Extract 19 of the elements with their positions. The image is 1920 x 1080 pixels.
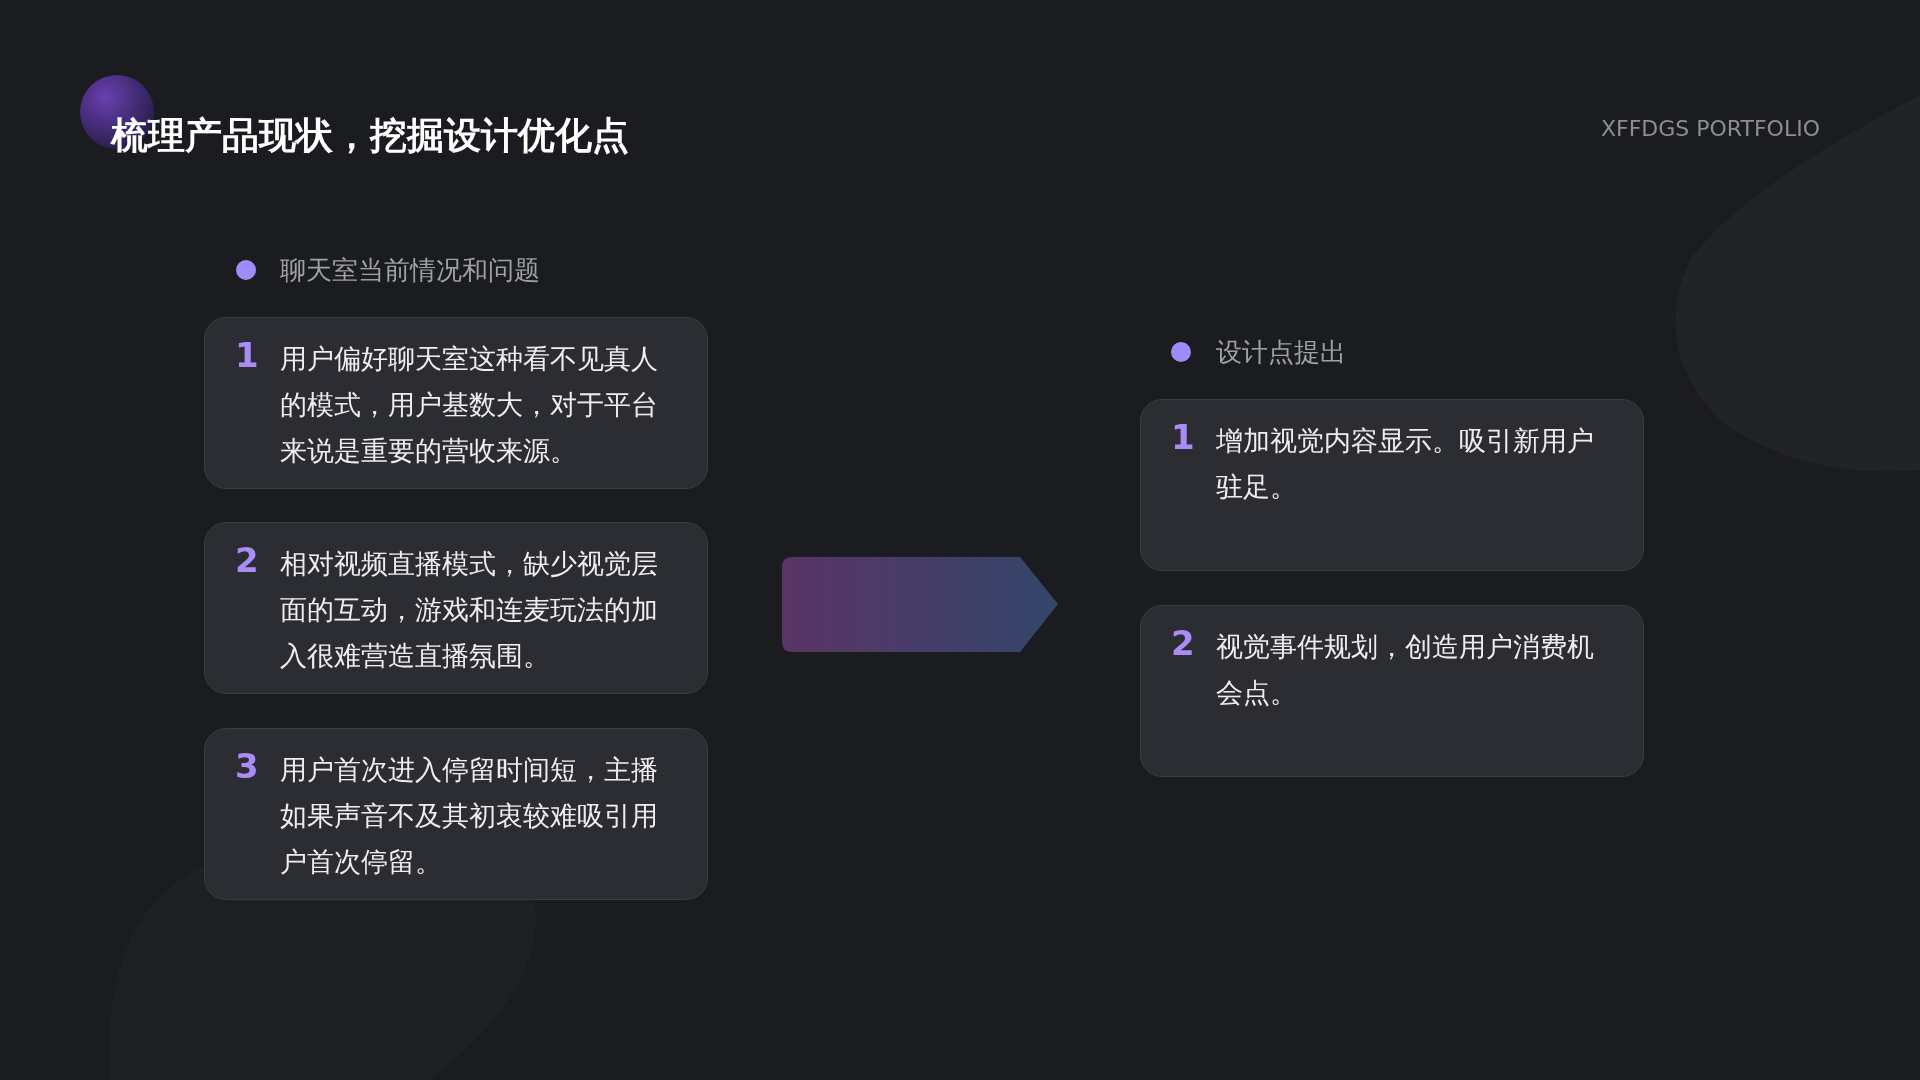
item-number: 2 <box>235 539 259 582</box>
point-card <box>204 522 708 694</box>
item-number: 2 <box>1171 622 1195 665</box>
section-heading: 聊天室当前情况和问题 <box>280 254 540 287</box>
portfolio-label: XFFDGS PORTFOLIO <box>1600 115 1820 143</box>
point-card <box>1140 605 1644 777</box>
point-text: 视觉事件规划，创造用户消费机会点。 <box>1216 630 1595 710</box>
point-card <box>1140 399 1644 571</box>
point-card <box>204 317 708 489</box>
item-number: 3 <box>235 745 259 788</box>
item-number: 1 <box>235 334 259 377</box>
point-card <box>204 728 708 900</box>
section-heading: 设计点提出 <box>1216 336 1346 369</box>
point-text: 用户偏好聊天室这种看不见真人的模式，用户基数大，对于平台来说是重要的营收来源。 <box>280 342 659 468</box>
item-number: 1 <box>1171 416 1195 459</box>
point-text: 相对视频直播模式，缺少视觉层面的互动，游戏和连麦玩法的加入很难营造直播氛围。 <box>280 547 659 673</box>
point-text: 增加视觉内容显示。吸引新用户驻足。 <box>1216 424 1595 504</box>
slide-title: 梳理产品现状，挖掘设计优化点 <box>111 113 629 159</box>
point-text: 用户首次进入停留时间短，主播如果声音不及其初衷较难吸引用户首次停留。 <box>280 753 659 879</box>
